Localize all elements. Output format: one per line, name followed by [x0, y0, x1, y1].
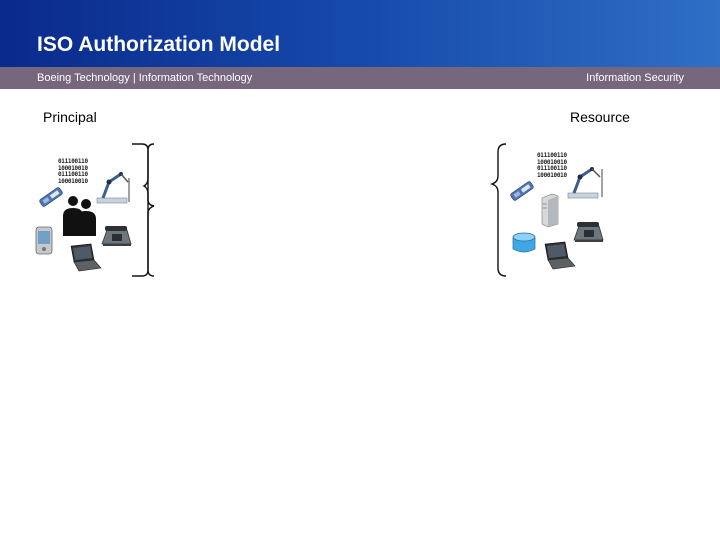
database-icon — [512, 232, 536, 253]
phone-icon — [101, 226, 132, 246]
binary-line: 011100110 — [537, 152, 567, 159]
robot-arm-icon — [96, 172, 130, 204]
dept-name: Information Technology — [135, 72, 253, 84]
binary-line: 100010010 — [537, 171, 567, 179]
pda-icon — [35, 226, 53, 255]
server-icon — [541, 193, 559, 228]
binary-line: 100010010 — [58, 177, 88, 185]
robot-arm-icon — [567, 167, 603, 199]
binary-line: 011100110 — [58, 158, 88, 165]
binary-line: 100010010 — [537, 158, 567, 166]
memory-stick-icon — [39, 187, 63, 207]
brace-icon — [132, 143, 155, 277]
subtitle-left: Boeing Technology | Information Technolo… — [37, 72, 252, 84]
laptop-icon — [544, 241, 576, 270]
subtitle-right: Information Security — [586, 72, 684, 84]
slide-title: ISO Authorization Model — [37, 33, 281, 56]
laptop-icon — [70, 243, 102, 272]
phone-icon — [573, 222, 604, 242]
memory-stick-icon — [510, 181, 534, 201]
subtitle-bar — [0, 67, 720, 89]
binary-line: 011100110 — [537, 165, 567, 172]
slide-header — [0, 0, 720, 67]
principal-label: Principal — [43, 109, 97, 125]
org-name: Boeing Technology | — [37, 72, 136, 84]
brace-icon — [490, 143, 507, 277]
binary-line: 100010010 — [58, 164, 88, 172]
binary-line: 011100110 — [58, 171, 88, 178]
resource-label: Resource — [570, 109, 630, 125]
people-icon — [63, 196, 96, 236]
